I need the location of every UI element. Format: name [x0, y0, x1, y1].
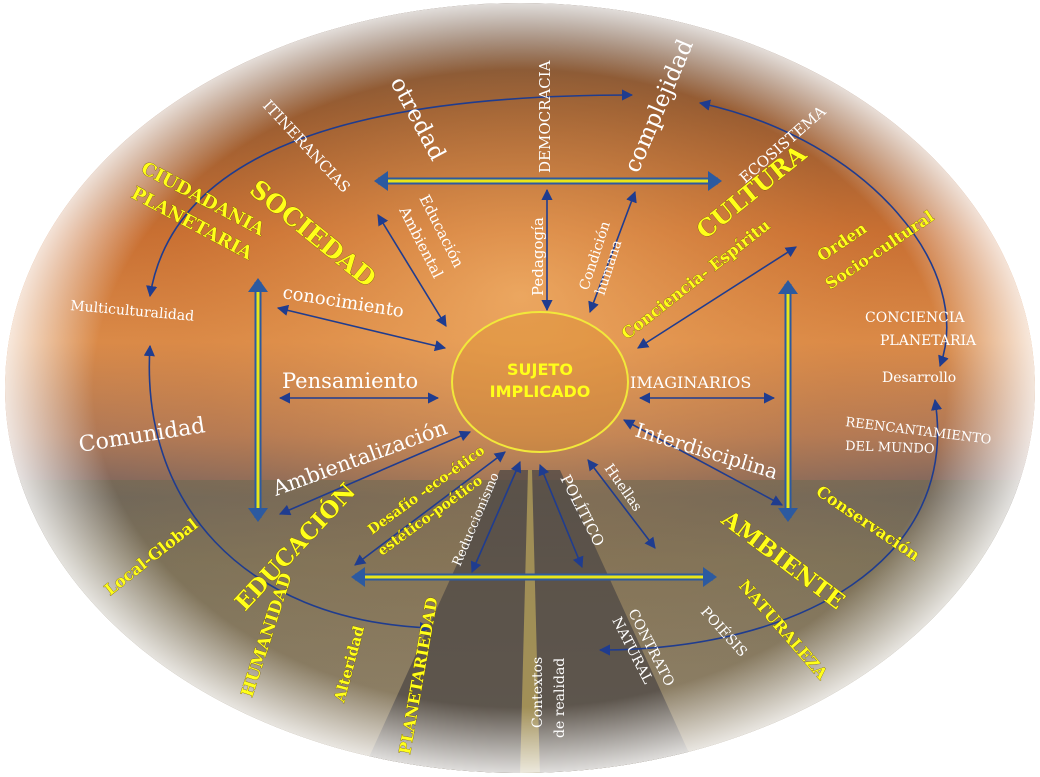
label-pensamiento: Pensamiento [282, 369, 418, 393]
label-desarrollo: Desarrollo [882, 370, 956, 386]
center-node: SUJETO IMPLICADO [451, 311, 629, 453]
label-reencantamiento-2: DEL MUNDO [845, 439, 935, 457]
label-democracia: DEMOCRACIA [536, 60, 554, 173]
center-label-line1: SUJETO [507, 360, 573, 379]
bar-left [248, 278, 268, 522]
label-conciencia-planetaria-1: CONCIENCIA [865, 310, 965, 326]
inner-spoke-arrows [276, 188, 797, 574]
label-conciencia-planetaria-2: PLANETARIA [880, 333, 977, 349]
center-ellipse [451, 311, 629, 453]
cycle-arrow-top-left [146, 89, 634, 298]
bar-right [778, 280, 798, 522]
bar-bottom [351, 567, 717, 587]
cycle-arrow-top-right [698, 99, 949, 368]
bar-top [374, 171, 722, 191]
label-pedagogia: Pedagogía [529, 217, 547, 296]
label-imaginarios: IMAGINARIOS [630, 373, 751, 392]
label-contextos-1: Contextos [530, 657, 546, 728]
outer-cycle-arrows [143, 89, 949, 656]
label-contextos-2: de realidad [552, 658, 568, 738]
frame-bars [248, 171, 798, 587]
cycle-arrow-bottom-right [598, 398, 943, 656]
center-label-line2: IMPLICADO [490, 382, 591, 401]
cycle-arrow-bottom-left [143, 344, 432, 634]
